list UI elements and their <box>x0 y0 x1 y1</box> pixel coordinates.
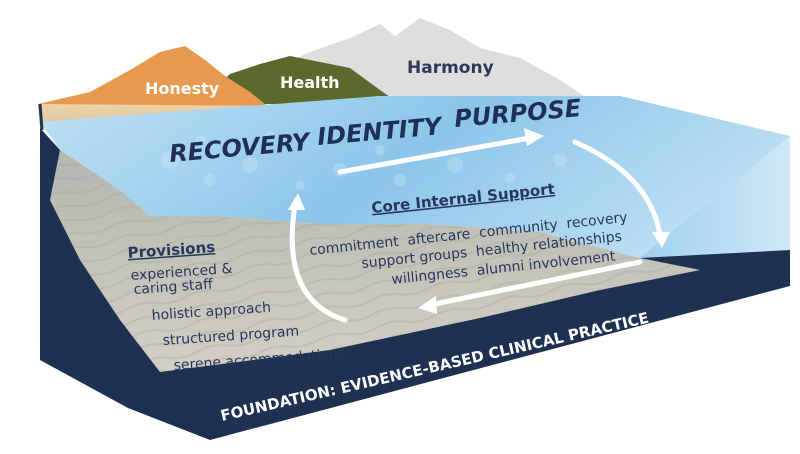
label-harmony: Harmony <box>407 58 494 78</box>
water-bubbles <box>161 131 567 190</box>
arrow-bottom <box>427 259 643 308</box>
arrow-left-curve <box>289 202 348 323</box>
arrowhead-right <box>652 232 670 248</box>
provision-item-1a: experienced & <box>130 261 233 284</box>
cycle-arrows <box>289 135 663 323</box>
arrowhead-top <box>524 128 544 146</box>
arrowhead-left <box>288 193 305 210</box>
water-side-panel <box>640 136 790 258</box>
sand-ripples <box>50 150 700 372</box>
block-left-side <box>40 104 210 440</box>
provision-item-1b: caring staff <box>133 276 213 298</box>
mountain-honesty <box>38 46 270 108</box>
arrow-heads <box>288 128 670 314</box>
arrow-top <box>337 135 533 175</box>
block-front-side <box>160 250 790 440</box>
water-surface <box>40 96 790 258</box>
label-honesty: Honesty <box>145 79 220 98</box>
arrow-right-curve <box>572 139 663 238</box>
arrowhead-bottom <box>418 296 437 314</box>
block-top-edge <box>38 103 44 131</box>
label-health: Health <box>280 73 340 92</box>
